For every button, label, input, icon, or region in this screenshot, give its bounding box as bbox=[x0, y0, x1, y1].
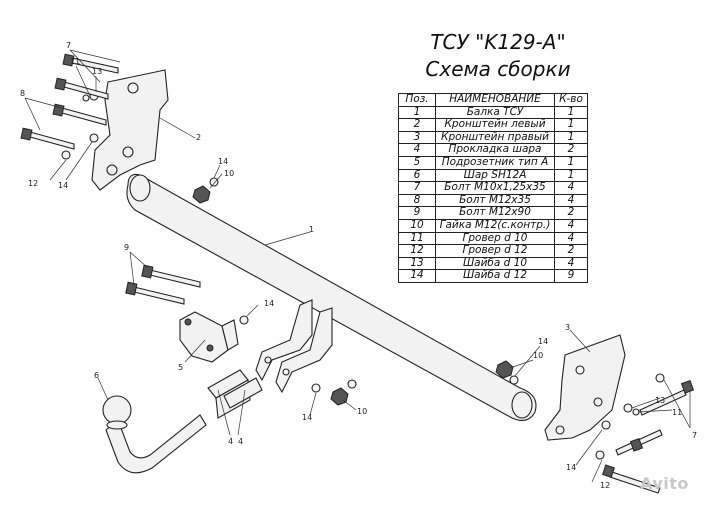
beam-right-end bbox=[511, 391, 533, 419]
callout-4b: 4 bbox=[238, 437, 243, 446]
beam-left-end bbox=[129, 174, 151, 202]
callout-4a: 4 bbox=[228, 437, 233, 446]
left-bracket-hole-3 bbox=[106, 164, 118, 176]
callout-14-top: 14 bbox=[218, 157, 228, 166]
grover-left-11 bbox=[82, 94, 90, 102]
bolt-m12-left bbox=[61, 107, 107, 126]
callout-12-left: 12 bbox=[28, 179, 38, 188]
callout-8: 8 bbox=[20, 89, 25, 98]
washer-bottom-2 bbox=[347, 379, 357, 389]
tow-ball-neck bbox=[105, 414, 207, 474]
ball-mount-plate-right bbox=[275, 307, 333, 394]
callout-5: 5 bbox=[178, 363, 183, 372]
product-title: ТСУ "K129-A" bbox=[430, 30, 566, 54]
callout-12-right: 12 bbox=[600, 481, 610, 490]
callout-10-bottom: 10 bbox=[357, 407, 367, 416]
left-bracket-hole-2 bbox=[122, 146, 134, 158]
washer-right-13b bbox=[655, 373, 665, 383]
washer-top bbox=[209, 177, 219, 187]
callout-14-mid: 14 bbox=[264, 299, 274, 308]
callout-13-left: 13 bbox=[92, 67, 102, 76]
avito-watermark: Avito bbox=[640, 474, 689, 493]
washer-left-12 bbox=[61, 150, 71, 160]
plate-hole-1 bbox=[264, 356, 272, 364]
bolt-m10-left-head bbox=[62, 53, 75, 67]
bolt-m12-left-head bbox=[52, 103, 65, 117]
bolt-m12-right-2-head bbox=[602, 464, 615, 478]
socket-plate-flange bbox=[221, 319, 239, 351]
bolt-m10-right-head bbox=[680, 379, 695, 394]
row-qty: 9 bbox=[554, 269, 588, 283]
row-name: Шайба d 12 bbox=[435, 269, 555, 283]
left-bracket-hole-1 bbox=[127, 82, 139, 94]
washer-left-14 bbox=[89, 133, 99, 143]
callout-11-right: 11 bbox=[672, 408, 682, 417]
washer-bottom bbox=[311, 383, 321, 393]
callout-14-left: 14 bbox=[58, 181, 68, 190]
bolt-m12-left-2 bbox=[29, 131, 75, 150]
diagram-subtitle: Схема сборки bbox=[425, 57, 571, 81]
callout-14-nut-right: 14 bbox=[538, 337, 548, 346]
callout-1: 1 bbox=[309, 225, 314, 234]
bolt-m12x90-1-head bbox=[141, 264, 154, 279]
callout-11-left: 11 bbox=[70, 57, 80, 66]
callout-7-right: 7 bbox=[692, 431, 697, 440]
callout-10-top: 10 bbox=[224, 169, 234, 178]
row-qty: 2 bbox=[554, 244, 588, 258]
socket-hole-2 bbox=[206, 344, 214, 352]
bolt-m10-right bbox=[639, 389, 687, 416]
bolt-m12x90-1 bbox=[149, 269, 201, 288]
callout-2: 2 bbox=[196, 133, 201, 142]
callout-7-left: 7 bbox=[66, 41, 71, 50]
nut-top bbox=[192, 185, 211, 204]
row-pos: 14 bbox=[398, 269, 436, 283]
callout-14-bottom: 14 bbox=[302, 413, 312, 422]
right-bracket bbox=[544, 334, 626, 441]
callout-13-right: 13 bbox=[655, 396, 665, 405]
callout-14-right: 14 bbox=[566, 463, 576, 472]
bolt-m10-left-2-head bbox=[54, 77, 67, 91]
nut-bottom bbox=[330, 387, 349, 406]
right-bracket-hole-1 bbox=[575, 365, 585, 375]
ball-spacer-2 bbox=[223, 377, 263, 409]
right-bracket-hole-2 bbox=[593, 397, 603, 407]
callout-6: 6 bbox=[94, 371, 99, 380]
left-bracket bbox=[91, 69, 169, 191]
leader-lines bbox=[24, 49, 691, 483]
right-bracket-hole-3 bbox=[555, 425, 565, 435]
tow-ball-collar bbox=[106, 420, 128, 430]
grover-right-12 bbox=[595, 450, 605, 460]
tow-bar-beam bbox=[126, 173, 537, 421]
callout-3: 3 bbox=[565, 323, 570, 332]
washer-mid bbox=[239, 315, 249, 325]
socket-hole-1 bbox=[184, 318, 192, 326]
bolt-m12x90-2 bbox=[133, 286, 185, 305]
nut-right bbox=[495, 360, 514, 379]
callout-10-right: 10 bbox=[533, 351, 543, 360]
bolt-m12-left-2-head bbox=[20, 127, 33, 141]
washer-nut-right bbox=[509, 375, 519, 385]
callout-9: 9 bbox=[124, 243, 129, 252]
socket-plate bbox=[179, 311, 229, 363]
bolt-m12x90-2-head bbox=[125, 281, 138, 296]
row-qty: 1 bbox=[554, 168, 588, 183]
washer-right-14 bbox=[601, 420, 611, 430]
plate-hole-2 bbox=[282, 368, 290, 376]
tow-ball bbox=[102, 395, 132, 425]
washer-right-13 bbox=[623, 403, 633, 413]
bolt-m12-right-head bbox=[629, 437, 644, 452]
